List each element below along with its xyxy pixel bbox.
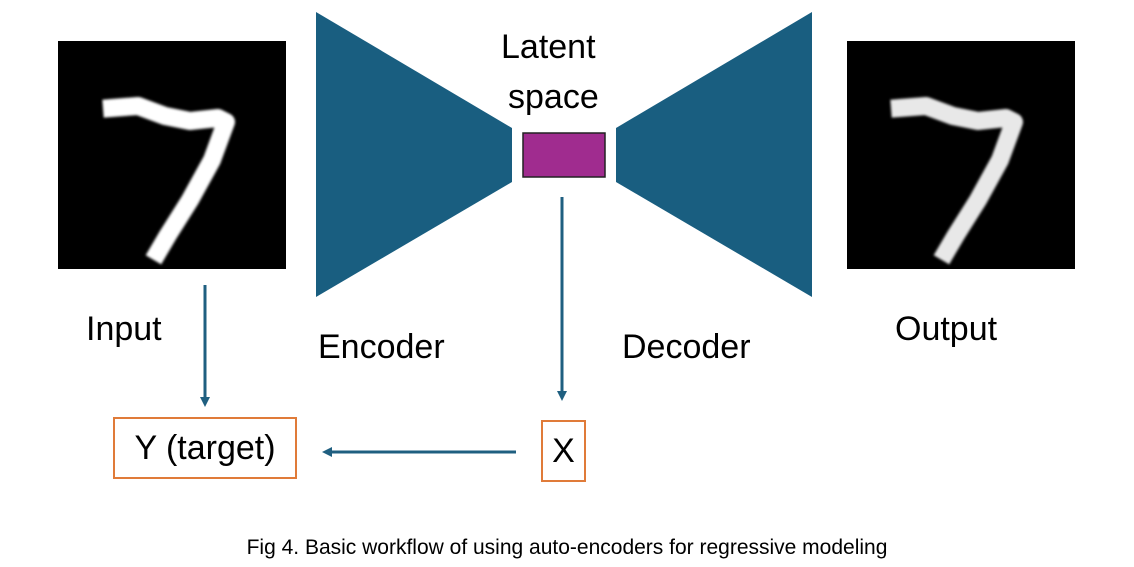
latent-label-line1: Latent [501, 28, 596, 66]
input-image [58, 41, 286, 269]
decoder-shape [616, 12, 812, 297]
target-label: Y (target) [134, 428, 276, 467]
latent-space-box [522, 132, 606, 178]
figure-caption: Fig 4. Basic workflow of using auto-enco… [246, 536, 888, 559]
x-box: X [541, 420, 586, 482]
encoder-label: Encoder [318, 328, 445, 366]
output-label: Output [895, 310, 998, 348]
latent-label-line2: space [508, 78, 599, 116]
decoder-label: Decoder [622, 328, 751, 366]
digit-seven-output [890, 97, 1023, 265]
encoder-shape [316, 12, 512, 297]
output-image [847, 41, 1075, 269]
x-label: X [552, 431, 575, 470]
target-box: Y (target) [113, 417, 297, 479]
input-label: Input [86, 310, 162, 348]
digit-seven-input [102, 97, 235, 265]
